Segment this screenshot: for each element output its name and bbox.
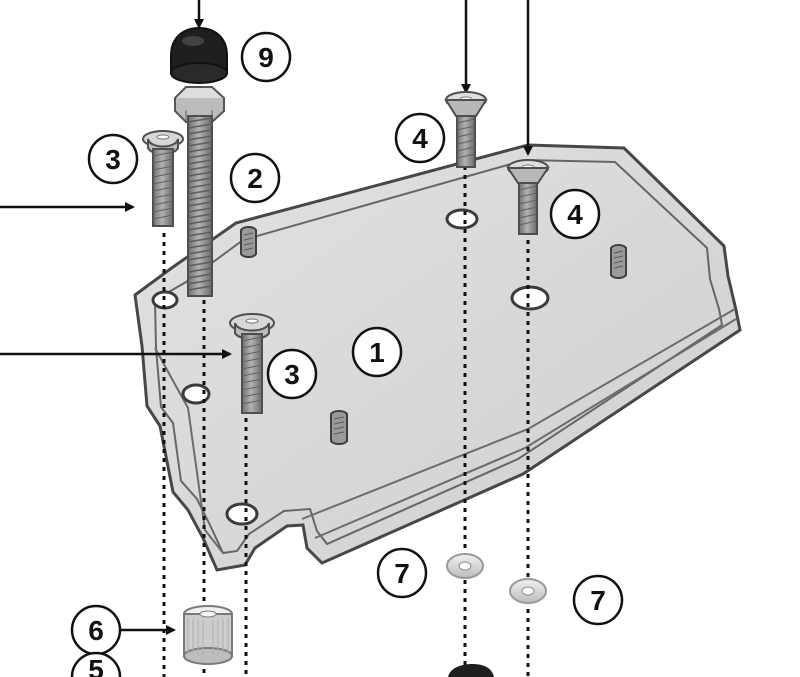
screw-4-right	[506, 159, 550, 235]
callout-1-label: 1	[369, 337, 385, 368]
callout-9: 9	[240, 31, 292, 83]
callout-1: 1	[351, 326, 403, 378]
bottom-nut-partial	[448, 664, 494, 677]
hole-top-right-1	[445, 208, 479, 230]
callout-4-left-label: 4	[412, 123, 428, 154]
callout-4-right-label: 4	[567, 199, 583, 230]
plate-holes	[151, 208, 550, 526]
callout-2: 2	[229, 152, 281, 204]
washer-7-left	[446, 553, 484, 579]
studs	[240, 226, 627, 445]
hole-left-lower	[225, 502, 259, 526]
stud-right	[610, 244, 627, 279]
arrows	[0, 0, 533, 635]
callout-7-right: 7	[572, 574, 624, 626]
callout-5: 5	[70, 651, 122, 677]
plate-ridge-front-2	[314, 318, 737, 539]
callout-3-top: 3	[87, 133, 139, 185]
stud-left-top	[240, 226, 257, 258]
mounting-plate	[133, 143, 742, 572]
callout-9-label: 9	[258, 42, 274, 73]
callout-3-middle-label: 3	[284, 359, 300, 390]
callout-6: 6	[70, 604, 122, 656]
washer-7-right	[509, 578, 547, 604]
callout-6-label: 6	[88, 615, 104, 646]
callout-7-right-label: 7	[590, 585, 606, 616]
alignment-lines	[162, 166, 530, 677]
screw-3-middle	[229, 313, 275, 414]
callout-7-left: 7	[376, 547, 428, 599]
screw-3-top	[142, 130, 184, 227]
cap-nut	[170, 26, 228, 84]
plate-ridge-left	[154, 347, 224, 554]
hole-left-middle	[181, 383, 211, 405]
long-bolt	[187, 115, 213, 297]
callout-5-label: 5	[88, 654, 104, 677]
callout-4-right: 4	[549, 188, 601, 240]
bolt-assembly-left	[170, 26, 228, 297]
plate-outline	[133, 143, 742, 572]
callout-7-left-label: 7	[394, 558, 410, 589]
stud-lower-middle	[330, 410, 348, 445]
plate-rim	[153, 158, 724, 555]
hole-top-right-2	[510, 285, 550, 311]
callouts: 9 2 3 3 4 4 1	[70, 31, 624, 677]
spacer-6	[183, 605, 233, 665]
screw-4-left	[444, 91, 488, 168]
callout-4-left: 4	[394, 112, 446, 164]
callout-2-label: 2	[247, 163, 263, 194]
callout-3-top-label: 3	[105, 144, 121, 175]
callout-3-middle: 3	[266, 348, 318, 400]
